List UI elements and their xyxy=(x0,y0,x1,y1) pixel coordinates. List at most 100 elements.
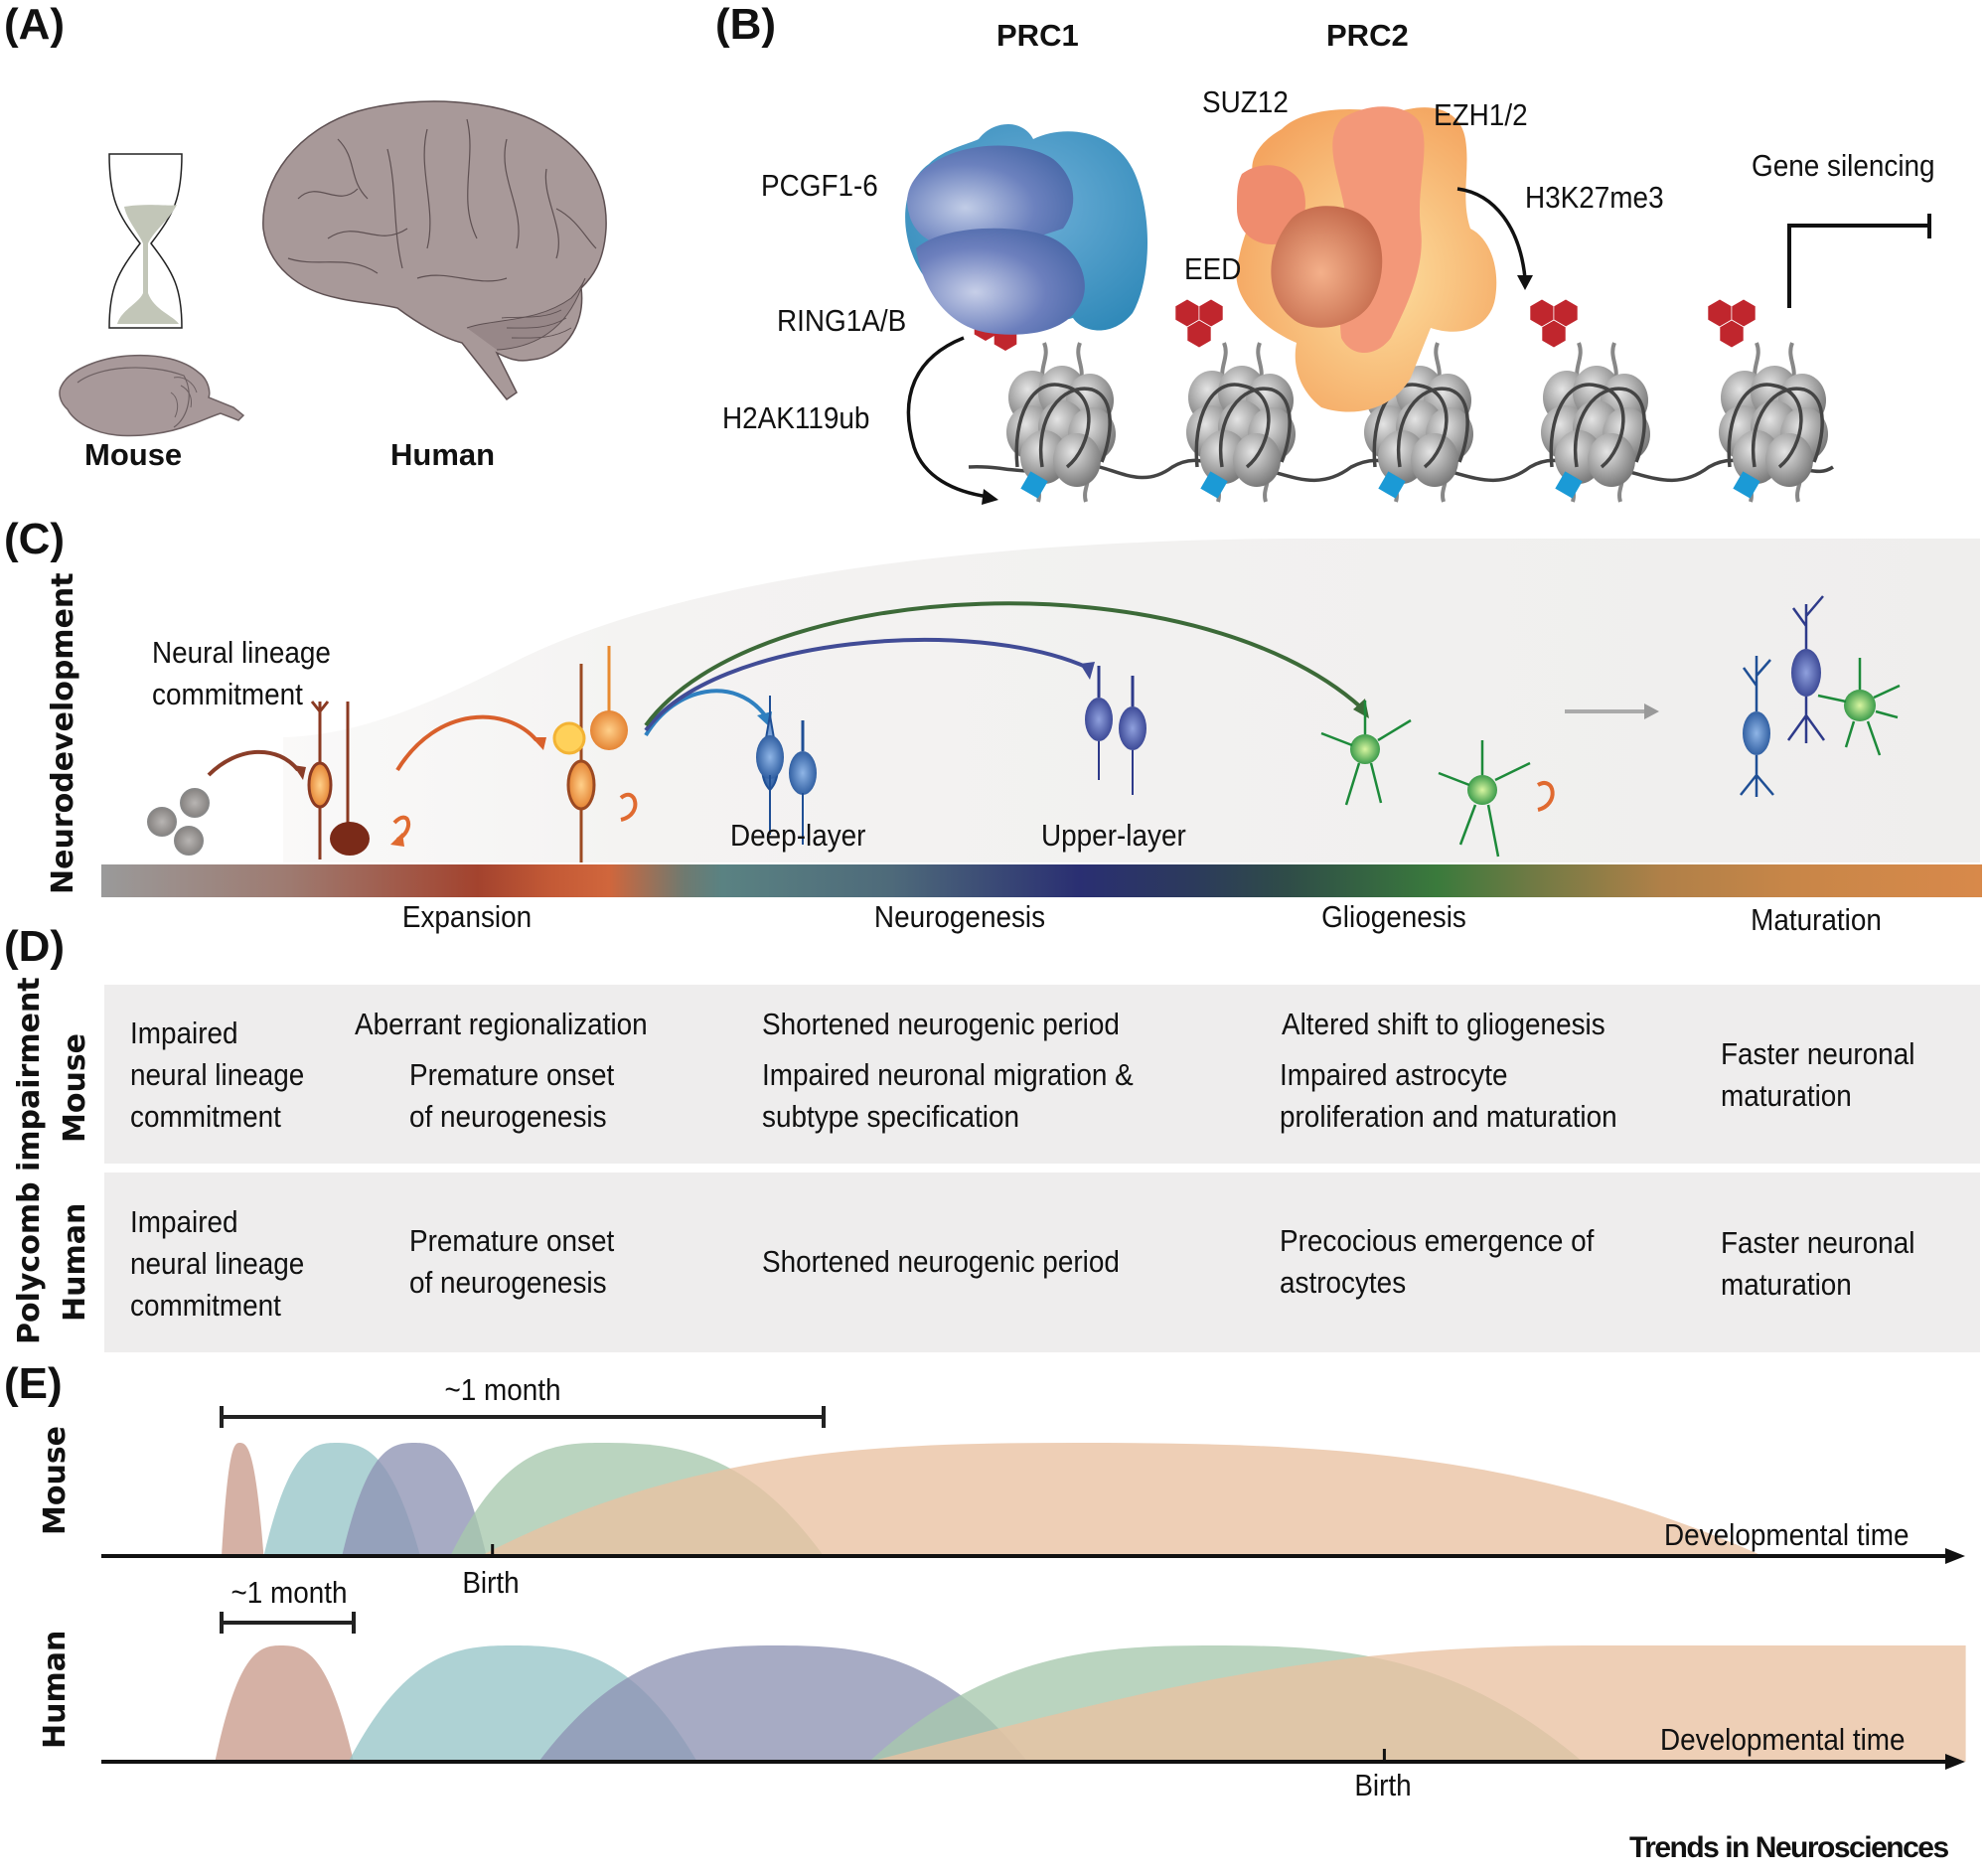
nucleosome-icon xyxy=(1006,342,1116,503)
arrow-to-upper-layer xyxy=(644,637,1089,732)
mouse-cell-astrocyte: Impaired astrocyte proliferation and mat… xyxy=(1280,1054,1654,1138)
cell-line: astrocytes xyxy=(1280,1265,1407,1300)
h3k27me3-label: H3K27me3 xyxy=(1525,180,1664,215)
glial-cells-icon xyxy=(1320,701,1531,858)
h3k27me3-mark-icon xyxy=(1529,298,1579,349)
arrowhead-icon xyxy=(1517,275,1533,290)
h3k27me3-arrow xyxy=(1456,187,1527,279)
species-label-human: Human xyxy=(390,437,496,472)
lineage-commitment-line-1: Neural lineage xyxy=(152,635,331,670)
panel-b-label: (B) xyxy=(715,0,777,49)
cell-line: Impaired xyxy=(130,1204,238,1239)
human-cell-premature-onset: Premature onset of neurogenesis xyxy=(409,1220,637,1304)
panel-c-label: (C) xyxy=(4,515,66,563)
developmental-stage-gradient-bar xyxy=(101,864,1982,897)
mouse-area-neural-lineage-commitment xyxy=(222,1443,264,1556)
axis-arrow-icon xyxy=(1945,1754,1965,1770)
h3k27me3-mark-icon xyxy=(1174,298,1224,349)
mouse-cell-commitment: Impaired neural lineage commitment xyxy=(130,1013,324,1138)
human-birth-label: Birth xyxy=(1354,1768,1412,1802)
arrow-to-glia xyxy=(644,601,1363,727)
human-impairment-row xyxy=(104,1172,1980,1352)
cell-line: neural lineage xyxy=(130,1246,305,1281)
mouse-axis-label: Developmental time xyxy=(1664,1517,1910,1552)
mouse-cell-maturation: Faster neuronal maturation xyxy=(1721,1033,1936,1117)
self-renewal-arrow xyxy=(619,792,638,822)
mouse-cell-migration: Impaired neuronal migration & subtype sp… xyxy=(762,1054,1174,1138)
stage-gliogenesis: Gliogenesis xyxy=(1321,899,1466,934)
human-cell-astrocytes: Precocious emergence of astrocytes xyxy=(1280,1220,1629,1304)
prc1-title: PRC1 xyxy=(996,18,1079,53)
arrowhead-icon xyxy=(1644,704,1659,719)
cell-line: Impaired astrocyte xyxy=(1280,1057,1508,1092)
cell-line: Shortened neurogenic period xyxy=(762,1244,1120,1279)
human-brain-icon xyxy=(262,100,607,401)
human-scale-bar xyxy=(220,1612,356,1634)
arrow xyxy=(207,749,300,777)
cell-line: Shortened neurogenic period xyxy=(762,1007,1120,1041)
deep-layer-label: Deep-layer xyxy=(730,818,866,853)
human-area-maturation xyxy=(868,1645,1966,1762)
human-cell-commitment: Impaired neural lineage commitment xyxy=(130,1201,324,1327)
human-scale-label: ~1 month xyxy=(230,1575,348,1610)
deep-layer-neurons-icon xyxy=(756,696,817,845)
stage-expansion: Expansion xyxy=(401,899,533,934)
suz12-label: SUZ12 xyxy=(1202,84,1289,119)
cell-line: Premature onset xyxy=(409,1057,615,1092)
mouse-impairment-row xyxy=(104,985,1980,1164)
radial-glia-cell-icon xyxy=(552,646,628,862)
cell-line: of neurogenesis xyxy=(409,1265,607,1300)
arrow xyxy=(395,714,538,772)
prc2-complex xyxy=(1236,106,1497,412)
self-renewal-arrow xyxy=(1536,781,1555,812)
cell-line: commitment xyxy=(130,1288,281,1323)
nucleosome-icon xyxy=(1541,342,1650,503)
nucleosome-icon xyxy=(1186,342,1296,503)
mouse-cell-regionalization: Aberrant regionalization xyxy=(355,1004,680,1045)
mouse-cell-premature-onset: Premature onset of neurogenesis xyxy=(409,1054,637,1138)
mouse-scale-bar xyxy=(220,1406,826,1428)
cell-line: commitment xyxy=(130,1099,281,1134)
cell-line: maturation xyxy=(1721,1078,1852,1113)
prc2-title: PRC2 xyxy=(1326,18,1409,53)
cell-line: neural lineage xyxy=(130,1057,305,1092)
arrowhead-icon xyxy=(532,737,546,750)
h2ak119ub-mark-icon xyxy=(1733,471,1760,499)
cell-line: Faster neuronal xyxy=(1721,1225,1915,1260)
h2ak119ub-arrow xyxy=(906,336,990,499)
axis-arrow-icon xyxy=(1945,1548,1965,1564)
panel-a-label: (A) xyxy=(4,0,66,49)
lineage-commitment-line-2: commitment xyxy=(152,677,303,711)
cell-line: Impaired neuronal migration & xyxy=(762,1057,1134,1092)
stem-cells-icon xyxy=(147,788,210,856)
upper-layer-neurons-icon xyxy=(1085,666,1146,795)
human-axis-label: Developmental time xyxy=(1660,1722,1906,1757)
h2ak119ub-mark-icon xyxy=(1378,471,1406,499)
arrowhead-icon xyxy=(982,489,998,505)
arrowhead-icon xyxy=(293,765,306,780)
h3k27me3-mark-icon xyxy=(1707,298,1757,349)
arrowhead-icon xyxy=(1080,662,1095,680)
h2ak119ub-mark-icon xyxy=(1555,471,1583,499)
upper-layer-label: Upper-layer xyxy=(1041,818,1186,853)
cell-line: maturation xyxy=(1721,1267,1852,1302)
cell-line: proliferation and maturation xyxy=(1280,1099,1617,1134)
human-cell-maturation: Faster neuronal maturation xyxy=(1721,1222,1936,1306)
cell-line: Aberrant regionalization xyxy=(355,1007,648,1041)
cell-line: Premature onset xyxy=(409,1223,615,1258)
radial-glia-cell-icon xyxy=(307,701,370,860)
arrowhead-icon xyxy=(390,833,404,847)
mouse-brain-icon xyxy=(59,354,245,437)
cell-line: subtype specification xyxy=(762,1099,1020,1134)
h2ak119ub-mark-icon xyxy=(1200,471,1228,499)
stage-neurogenesis: Neurogenesis xyxy=(873,899,1046,934)
cell-line: Precocious emergence of xyxy=(1280,1223,1595,1258)
mouse-area-maturation xyxy=(480,1443,1763,1556)
panel-d-label: (D) xyxy=(4,922,66,971)
cell-line: Impaired xyxy=(130,1016,238,1050)
gene-silencing-label: Gene silencing xyxy=(1752,148,1935,183)
